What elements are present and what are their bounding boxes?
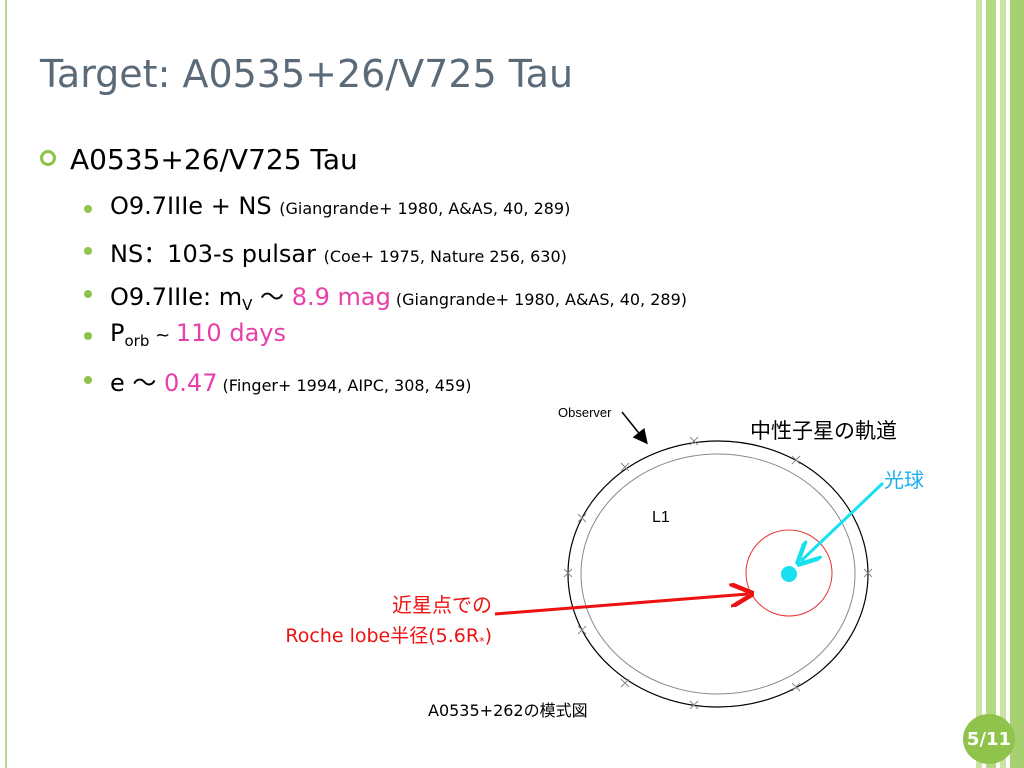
- bullet-reference: (Finger+ 1994, AIPC, 308, 459): [217, 376, 472, 395]
- bullet-pulsar: NS：103-s pulsar (Coe+ 1975, Nature 256, …: [110, 234, 567, 269]
- page-number-badge: 5/11: [963, 714, 1015, 764]
- sub-bullet-icon: [84, 247, 92, 255]
- bullet-period: Porb ~ 110 days: [110, 319, 286, 350]
- main-bullet-text: A0535+26/V725 Tau: [70, 143, 358, 176]
- observer-label: Observer: [558, 405, 612, 420]
- slide-title: Target: A0535+26/V725 Tau: [40, 52, 574, 96]
- main-bullet-icon: [40, 150, 56, 166]
- bullet-text: e ～: [110, 369, 165, 397]
- bullet-highlight: 110 days: [175, 319, 286, 347]
- orbit-label: 中性子星の軌道: [750, 419, 897, 443]
- l1-label: L1: [652, 509, 670, 526]
- bullet-text: O9.7IIIe + NS: [110, 192, 280, 220]
- bullet-text: O9.7IIIe: m: [110, 283, 243, 311]
- photosphere-star: [781, 566, 797, 582]
- sub-bullet-icon: [84, 290, 92, 298]
- bullet-reference: (Coe+ 1975, Nature 256, 630): [323, 247, 567, 266]
- orbit-tick-marks: [563, 436, 873, 710]
- star-arrow: [801, 481, 885, 561]
- bullet-spectral-type: O9.7IIIe + NS (Giangrande+ 1980, A&AS, 4…: [110, 192, 570, 220]
- bullet-reference: (Giangrande+ 1980, A&AS, 40, 289): [390, 290, 687, 309]
- sub-bullet-icon: [84, 376, 92, 384]
- bullet-text: P: [110, 319, 125, 347]
- left-border-line: [5, 0, 7, 768]
- star-label: 光球: [884, 468, 924, 492]
- bullet-highlight: 0.47: [164, 369, 218, 397]
- bullet-subscript: orb: [124, 332, 150, 350]
- right-border-stripes: [976, 0, 1024, 768]
- neutron-star-orbit: [567, 440, 869, 708]
- bullet-text: NS：103-s pulsar: [110, 240, 324, 268]
- bullet-subscript: V: [242, 296, 253, 314]
- roche-arrow: [494, 594, 748, 616]
- roche-lobe-circle: [745, 529, 833, 617]
- bullet-eccentricity: e ～ 0.47 (Finger+ 1994, AIPC, 308, 459): [110, 363, 472, 398]
- roche-label-line2: Roche lobe半径(5.6R*): [285, 625, 492, 648]
- bullet-text: ~: [149, 325, 176, 346]
- sub-bullet-icon: [84, 332, 92, 340]
- bullet-text: ～: [252, 283, 292, 311]
- bullet-magnitude: O9.7IIIe: mV ～ 8.9 mag (Giangrande+ 1980…: [110, 277, 687, 314]
- sub-bullet-icon: [84, 205, 92, 213]
- bullet-reference: (Giangrande+ 1980, A&AS, 40, 289): [279, 199, 571, 218]
- roche-label-line1: 近星点での: [392, 593, 492, 617]
- observer-arrow: [621, 411, 648, 445]
- inner-orbit: [580, 453, 856, 695]
- bullet-highlight: 8.9 mag: [291, 283, 391, 311]
- diagram-caption: A0535+262の模式図: [428, 701, 588, 720]
